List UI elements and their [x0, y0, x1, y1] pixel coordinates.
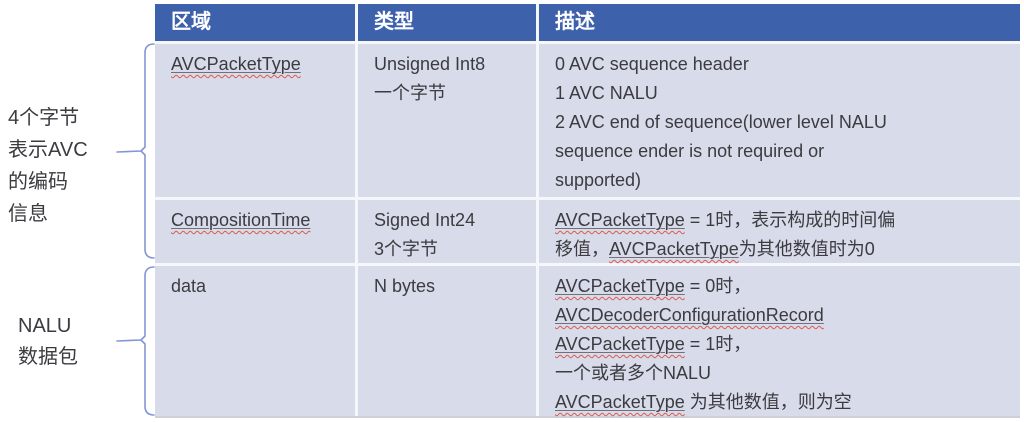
- column-header-desc: 描述: [536, 4, 1020, 41]
- cell-field: AVCPacketType: [155, 44, 355, 197]
- brace-avc-info-icon: [116, 43, 155, 259]
- cell-field: CompositionTime: [155, 200, 355, 263]
- table-row: data N bytes AVCPacketType = 0时， AVCDeco…: [155, 263, 1020, 416]
- annotation-avc-encoding-info: 4个字节 表示AVC 的编码 信息: [8, 107, 88, 225]
- table-row: CompositionTime Signed Int24 3个字节 AVCPac…: [155, 197, 1020, 263]
- cell-desc: AVCPacketType = 0时， AVCDecoderConfigurat…: [536, 266, 1020, 416]
- cell-type: Unsigned Int8 一个字节: [355, 44, 536, 197]
- column-header-type: 类型: [355, 4, 536, 41]
- cell-field: data: [155, 266, 355, 416]
- table-row: AVCPacketType Unsigned Int8 一个字节 0 AVC s…: [155, 41, 1020, 197]
- cell-type: Signed Int24 3个字节: [355, 200, 536, 263]
- avc-packet-table: 区域 类型 描述 AVCPacketType Unsigned Int8 一个字…: [155, 4, 1020, 418]
- brace-nalu-icon: [116, 266, 155, 416]
- cell-desc: AVCPacketType = 1时，表示构成的时间偏 移值，AVCPacket…: [536, 200, 1020, 263]
- cell-type: N bytes: [355, 266, 536, 416]
- cell-desc: 0 AVC sequence header 1 AVC NALU 2 AVC e…: [536, 44, 1020, 197]
- table-header-row: 区域 类型 描述: [155, 4, 1020, 41]
- annotation-nalu-packet: NALU 数据包: [18, 315, 78, 368]
- column-header-field: 区域: [155, 4, 355, 41]
